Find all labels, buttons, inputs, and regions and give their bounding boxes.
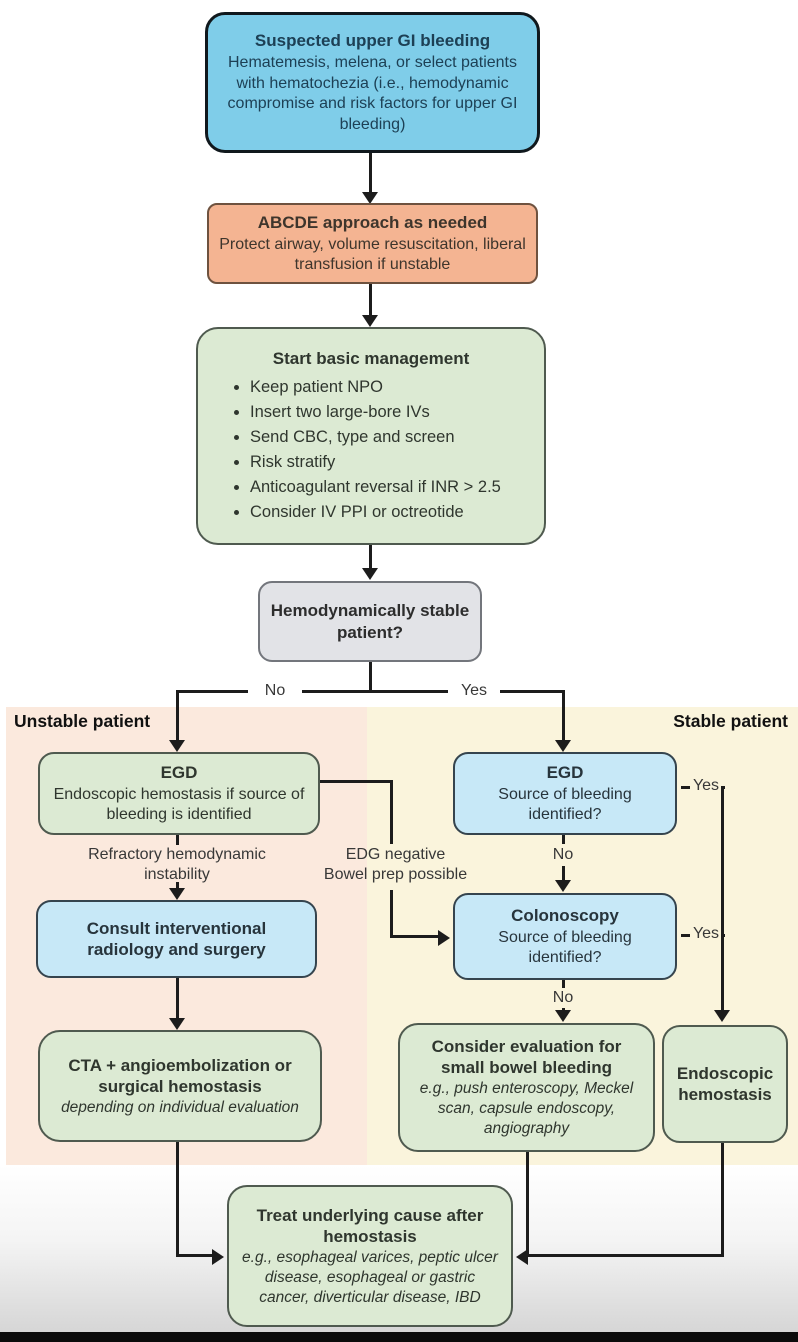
connector-line xyxy=(369,284,372,317)
connector-line xyxy=(526,1150,529,1257)
label-yes-egd: Yes xyxy=(691,776,721,796)
node-treat-underlying-cause: Treat underlying cause after hemostasis … xyxy=(227,1185,513,1327)
node-suspected-upper-gi-bleeding: Suspected upper GI bleeding Hematemesis,… xyxy=(205,12,540,153)
node-body: Endoscopic hemostasis if source of bleed… xyxy=(53,785,305,824)
connector-line xyxy=(369,545,372,570)
connector-line xyxy=(527,1254,724,1257)
connector-line xyxy=(320,780,393,783)
arrow-down-icon xyxy=(555,1010,571,1022)
arrow-down-icon xyxy=(169,888,185,900)
connector-line xyxy=(681,934,690,937)
connector-line xyxy=(390,780,393,844)
connector-line xyxy=(721,786,724,1012)
bottom-black-bar xyxy=(0,1332,798,1342)
list-item: Anticoagulant reversal if INR > 2.5 xyxy=(250,475,530,500)
node-small-bowel-eval: Consider evaluation for small bowel blee… xyxy=(398,1023,655,1152)
node-title: EGD xyxy=(546,762,584,782)
connector-line xyxy=(176,833,179,845)
label-no-branch: No xyxy=(248,681,302,701)
node-title: EGD xyxy=(160,762,198,782)
connector-line xyxy=(390,935,439,938)
node-note: e.g., esophageal varices, peptic ulcer d… xyxy=(242,1248,498,1306)
label-no-egd: No xyxy=(541,845,585,865)
unstable-region-label: Unstable patient xyxy=(14,711,151,731)
arrow-down-icon xyxy=(169,740,185,752)
connector-line xyxy=(176,690,179,741)
list-item: Keep patient NPO xyxy=(250,375,530,400)
connector-line xyxy=(176,977,179,1020)
connector-line xyxy=(369,153,372,195)
node-title: Colonoscopy xyxy=(511,905,619,925)
node-body: Source of bleeding identified? xyxy=(498,785,632,824)
node-egd-unstable: EGD Endoscopic hemostasis if source of b… xyxy=(38,752,320,835)
node-title: Consider evaluation for small bowel blee… xyxy=(431,1037,622,1077)
node-egd-stable: EGD Source of bleeding identified? xyxy=(453,752,677,835)
label-edg-negative: EDG negative Bowel prep possible xyxy=(308,845,483,885)
label-yes-branch: Yes xyxy=(448,681,500,701)
node-title: CTA + angioembolization or surgical hemo… xyxy=(68,1055,292,1096)
node-title: Consult interventional radiology and sur… xyxy=(86,919,267,959)
stable-region-label: Stable patient xyxy=(673,711,788,731)
connector-line xyxy=(681,786,690,789)
node-colonoscopy: Colonoscopy Source of bleeding identifie… xyxy=(453,893,677,980)
node-note: e.g., push enteroscopy, Meckel scan, cap… xyxy=(419,1080,634,1137)
connector-line xyxy=(562,980,565,988)
list-item: Send CBC, type and screen xyxy=(250,425,530,450)
label-yes-colonoscopy: Yes xyxy=(691,924,721,944)
connector-line xyxy=(176,882,179,890)
connector-line xyxy=(369,662,372,693)
node-title: ABCDE approach as needed xyxy=(257,212,488,232)
arrow-down-icon xyxy=(555,740,571,752)
arrow-down-icon xyxy=(362,568,378,580)
connector-line xyxy=(176,690,565,693)
label-no-colonoscopy: No xyxy=(541,988,585,1008)
arrow-right-icon xyxy=(438,930,450,946)
node-title: Suspected upper GI bleeding xyxy=(254,31,491,50)
node-title: Hemodynamically stable patient? xyxy=(270,600,470,642)
node-consult-ir-surgery: Consult interventional radiology and sur… xyxy=(36,900,317,978)
node-title: Start basic management xyxy=(272,348,470,368)
arrow-down-icon xyxy=(169,1018,185,1030)
connector-line xyxy=(719,934,725,937)
node-abcde-approach: ABCDE approach as needed Protect airway,… xyxy=(207,203,538,284)
list-item: Risk stratify xyxy=(250,450,530,475)
node-body: Protect airway, volume resuscitation, li… xyxy=(219,235,526,274)
node-note: depending on individual evaluation xyxy=(61,1098,299,1116)
connector-line xyxy=(562,866,565,882)
arrow-right-icon xyxy=(212,1249,224,1265)
arrow-down-icon xyxy=(362,315,378,327)
arrow-down-icon xyxy=(714,1010,730,1022)
connector-line xyxy=(390,890,393,938)
node-title: Endoscopic hemostasis xyxy=(676,1064,774,1104)
node-basic-management: Start basic management Keep patient NPO … xyxy=(196,327,546,545)
list-item: Insert two large-bore IVs xyxy=(250,400,530,425)
connector-line xyxy=(176,1254,213,1257)
arrow-left-icon xyxy=(516,1249,528,1265)
label-refractory: Refractory hemodynamic instability xyxy=(88,846,266,883)
node-endoscopic-hemostasis: Endoscopic hemostasis xyxy=(662,1025,788,1143)
arrow-down-icon xyxy=(555,880,571,892)
list-item: Consider IV PPI or octreotide xyxy=(250,500,530,525)
label-bowel-prep-line2: Bowel prep possible xyxy=(323,866,468,883)
management-bullet-list: Keep patient NPO Insert two large-bore I… xyxy=(212,375,530,525)
node-cta-angioembolization: CTA + angioembolization or surgical hemo… xyxy=(38,1030,322,1142)
node-title: Treat underlying cause after hemostasis xyxy=(256,1205,484,1246)
arrow-down-icon xyxy=(362,192,378,204)
connector-line xyxy=(176,1141,179,1257)
node-stable-question: Hemodynamically stable patient? xyxy=(258,581,482,662)
connector-line xyxy=(721,1143,724,1257)
connector-line xyxy=(562,834,565,844)
node-body: Source of bleeding identified? xyxy=(498,928,632,967)
connector-line xyxy=(562,690,565,741)
label-edg-negative-line1: EDG negative xyxy=(345,846,446,863)
node-body: Hematemesis, melena, or select patients … xyxy=(227,54,518,133)
